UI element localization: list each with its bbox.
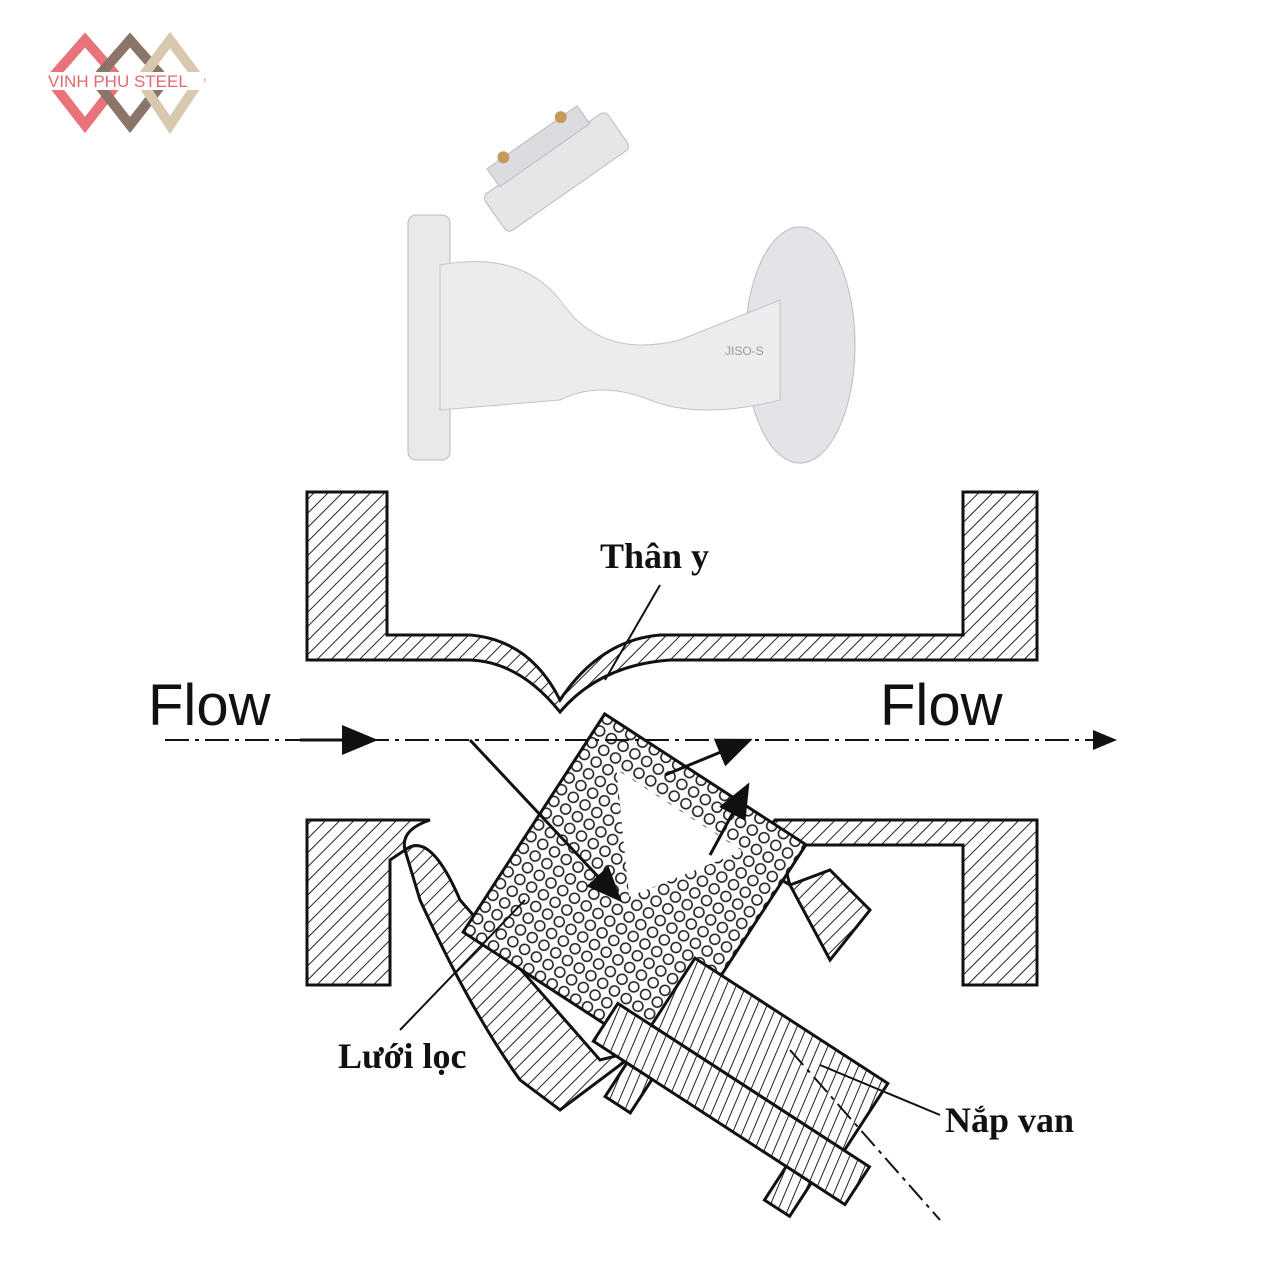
logo-text: VINH PHU STEEL <box>48 72 188 91</box>
logo: VINH PHU STEEL <box>43 31 207 135</box>
flow-out-label: Flow <box>880 673 1004 738</box>
photo-marking: JISO-S <box>725 344 764 358</box>
cross-section <box>165 490 1117 1221</box>
body-label: Thân y <box>600 536 709 576</box>
cap-label: Nắp van <box>945 1100 1074 1140</box>
valve-photo: JISO-S <box>407 104 856 464</box>
screen-label: Lưới lọc <box>338 1036 467 1076</box>
flow-in-label: Flow <box>148 673 272 738</box>
